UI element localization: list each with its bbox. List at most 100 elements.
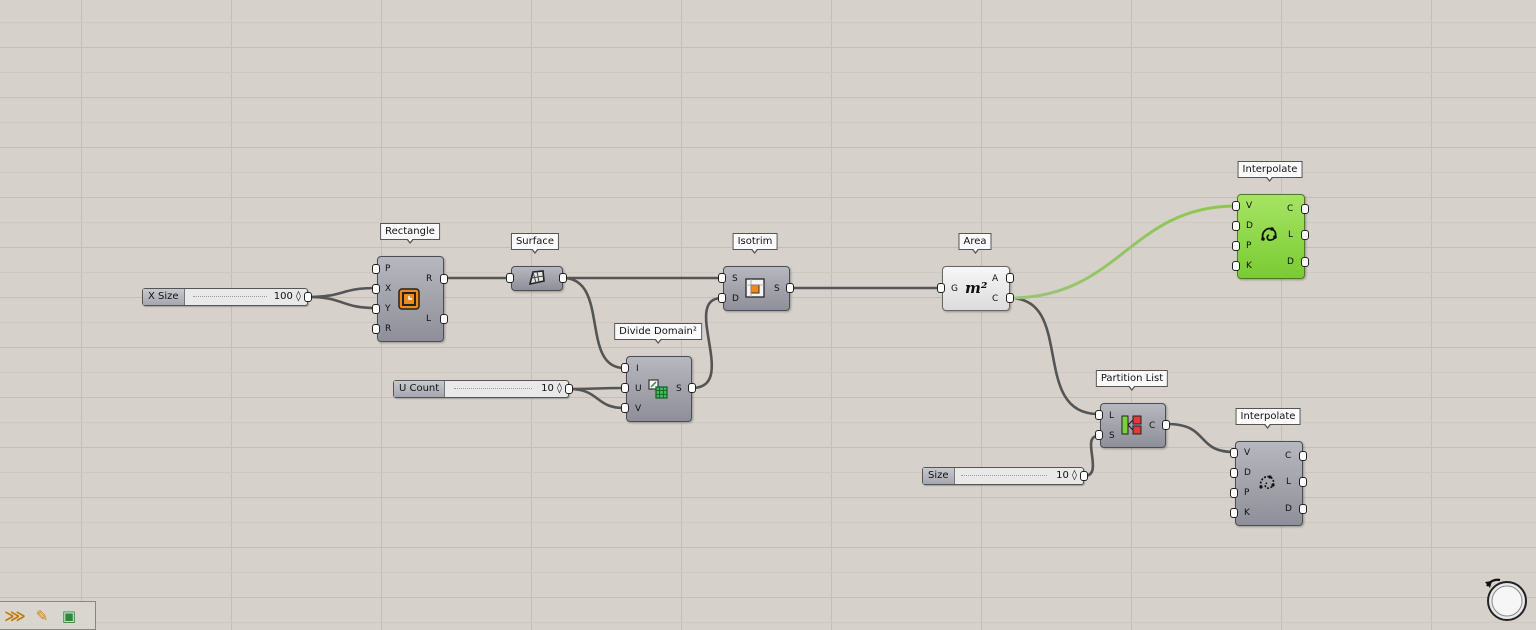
rect-output-grip-r[interactable] — [440, 274, 448, 284]
port-k: K — [1244, 508, 1250, 518]
slider-label: Size — [923, 468, 955, 484]
interp-bottom-input-grip-k[interactable] — [1230, 508, 1238, 518]
divide-output-grip-s[interactable] — [688, 383, 696, 393]
size-slider[interactable]: Size 10 ◊ — [922, 467, 1084, 485]
port-d-out: D — [1287, 257, 1294, 267]
area-output-grip-c[interactable] — [1006, 293, 1014, 303]
port-r-in: R — [385, 324, 392, 334]
slider-track[interactable] — [454, 388, 532, 390]
slider-output-grip[interactable] — [565, 384, 573, 394]
isotrim-input-grip-d[interactable] — [718, 293, 726, 303]
wire-area-to-partition — [1008, 296, 1100, 416]
slider-track[interactable] — [193, 296, 267, 298]
slider-value: 100 ◊ — [273, 291, 301, 302]
port-s-out: S — [676, 384, 682, 394]
port-d-in: D — [732, 294, 739, 304]
partition-list-component[interactable]: L S C — [1100, 403, 1166, 448]
rectangle-component[interactable]: P X Y R R L — [377, 256, 444, 342]
divide-input-grip-v[interactable] — [621, 403, 629, 413]
interp-bottom-output-grip-d[interactable] — [1299, 504, 1307, 514]
rect-input-grip-p[interactable] — [372, 264, 380, 274]
port-d: D — [1246, 221, 1253, 231]
surface-output-grip[interactable] — [559, 273, 567, 283]
port-r-out: R — [426, 274, 433, 284]
rect-output-grip-l[interactable] — [440, 314, 448, 324]
slider-value: 10 ◊ — [1056, 470, 1077, 481]
canvas-navigation-icon[interactable] — [1482, 576, 1528, 622]
port-p: P — [385, 264, 391, 274]
interp-top-input-grip-d[interactable] — [1232, 221, 1240, 231]
partition-input-grip-l[interactable] — [1095, 410, 1103, 420]
wire-divide-to-isotrim — [690, 296, 724, 390]
divide-domain-component[interactable]: I U V S — [626, 356, 692, 422]
divide-domain-tag: Divide Domain² — [614, 323, 702, 340]
port-c: C — [992, 294, 999, 304]
port-l: L — [1109, 411, 1115, 421]
wire-display-icon[interactable]: ⋙ — [4, 606, 26, 625]
interp-top-output-grip-c[interactable] — [1301, 204, 1309, 214]
port-v: V — [635, 404, 642, 414]
port-s-out: S — [774, 284, 780, 294]
surface-input-grip[interactable] — [506, 273, 514, 283]
port-l: L — [1288, 230, 1294, 240]
divide-input-grip-i[interactable] — [621, 363, 629, 373]
port-d-out: D — [1285, 504, 1292, 514]
interp-bottom-output-grip-c[interactable] — [1299, 451, 1307, 461]
rect-input-grip-y[interactable] — [372, 304, 380, 314]
isotrim-input-grip-s[interactable] — [718, 273, 726, 283]
port-p: P — [1244, 488, 1250, 498]
partition-input-grip-s[interactable] — [1095, 430, 1103, 440]
partition-list-tag: Partition List — [1095, 370, 1169, 387]
interp-top-input-grip-p[interactable] — [1232, 241, 1240, 251]
surface-component[interactable] — [511, 266, 563, 291]
isotrim-tag: Isotrim — [732, 233, 778, 250]
rectangle-icon — [398, 288, 420, 310]
area-output-grip-a[interactable] — [1006, 273, 1014, 283]
port-s-in: S — [732, 274, 738, 284]
area-component[interactable]: G A C m² — [942, 266, 1010, 311]
slider-label: U Count — [394, 381, 446, 397]
rectangle-tag: Rectangle — [380, 223, 440, 240]
u-count-slider[interactable]: U Count 10 ◊ — [393, 380, 569, 398]
slider-output-grip[interactable] — [304, 292, 312, 302]
partition-output-grip-c[interactable] — [1162, 420, 1170, 430]
slider-track[interactable] — [961, 475, 1047, 477]
interp-bottom-input-grip-d[interactable] — [1230, 468, 1238, 478]
interp-top-output-grip-d[interactable] — [1301, 257, 1309, 267]
interpolate-bottom-component[interactable]: V D P K C L D — [1235, 441, 1303, 526]
interpolate-top-component[interactable]: V D P K C L D — [1237, 194, 1305, 279]
interp-top-input-grip-k[interactable] — [1232, 261, 1240, 271]
partition-list-icon — [1121, 415, 1142, 435]
rect-input-grip-x[interactable] — [372, 284, 380, 294]
slider-output-grip[interactable] — [1080, 471, 1088, 481]
interp-bottom-input-grip-v[interactable] — [1230, 448, 1238, 458]
x-size-slider[interactable]: X Size 100 ◊ — [142, 288, 308, 306]
slider-label: X Size — [143, 289, 185, 305]
divide-input-grip-u[interactable] — [621, 383, 629, 393]
port-y: Y — [385, 304, 391, 314]
rect-input-grip-r[interactable] — [372, 324, 380, 334]
interp-bottom-output-grip-l[interactable] — [1299, 477, 1307, 487]
interp-top-output-grip-l[interactable] — [1301, 230, 1309, 240]
port-g: G — [951, 284, 958, 294]
interpolate-top-tag: Interpolate — [1237, 161, 1303, 178]
port-p: P — [1246, 241, 1252, 251]
port-c: C — [1285, 451, 1292, 461]
port-v: V — [1244, 448, 1251, 458]
isotrim-component[interactable]: S D S — [723, 266, 790, 311]
interp-top-input-grip-v[interactable] — [1232, 201, 1240, 211]
port-d: D — [1244, 468, 1251, 478]
interp-bottom-input-grip-p[interactable] — [1230, 488, 1238, 498]
group-icon[interactable]: ▣ — [61, 606, 77, 625]
canvas-toolbar: ⋙ ✎ ▣ — [0, 601, 96, 630]
area-input-grip-g[interactable] — [937, 283, 945, 293]
wire-partition-to-interpolate — [1165, 422, 1236, 454]
port-k: K — [1246, 261, 1252, 271]
port-c: C — [1287, 204, 1294, 214]
wire-xsize-to-rect-y — [306, 295, 378, 310]
port-l-out: L — [426, 314, 432, 324]
sketch-pen-icon[interactable]: ✎ — [35, 606, 49, 625]
isotrim-icon — [745, 278, 765, 298]
isotrim-output-grip-s[interactable] — [786, 283, 794, 293]
